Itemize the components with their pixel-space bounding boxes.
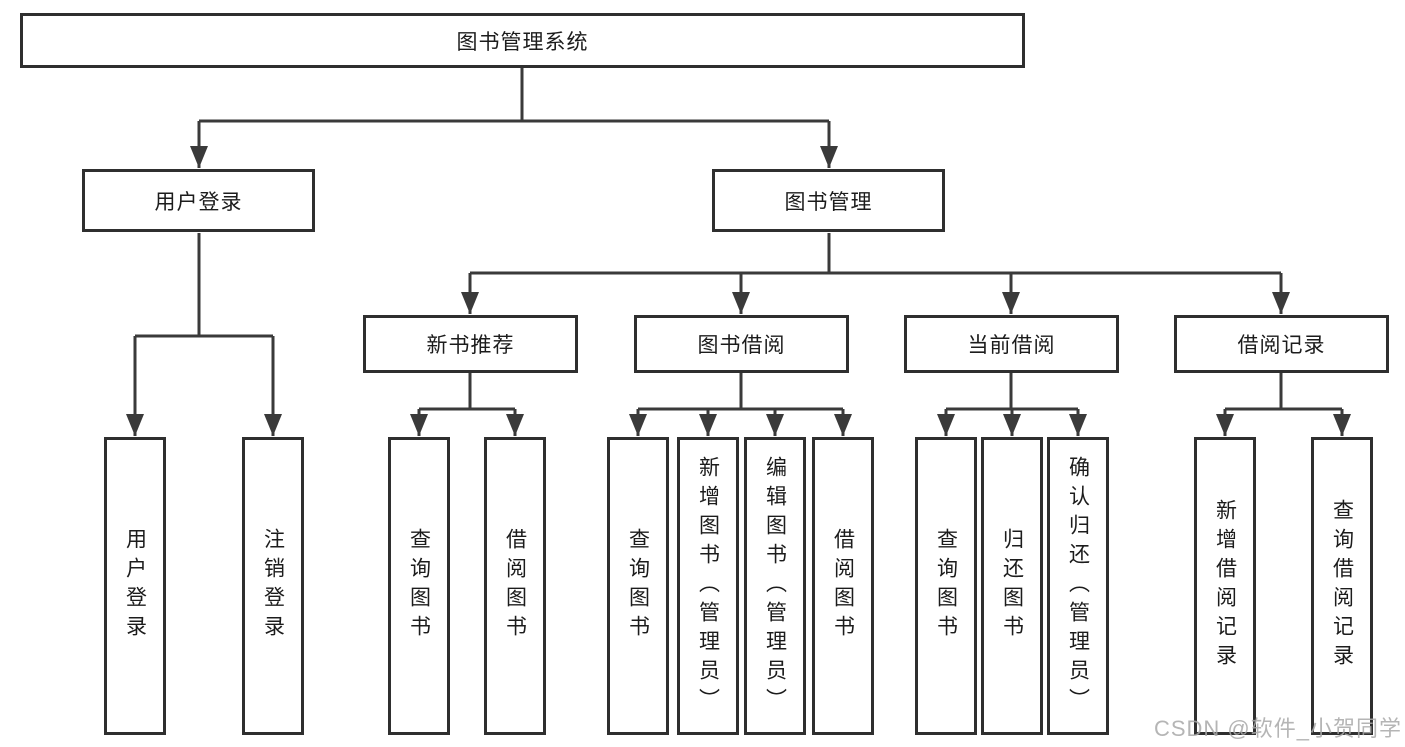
node-borrowing-records: 借阅记录 (1174, 315, 1389, 373)
node-edit-books-admin: 编辑图书（管理员） (744, 437, 806, 735)
node-borrow-books-recommendation: 借阅图书 (484, 437, 546, 735)
node-label: 借阅图书 (503, 528, 527, 644)
node-book-management: 图书管理 (712, 169, 945, 232)
node-query-books-borrowing: 查询图书 (607, 437, 669, 735)
node-label: 查询图书 (626, 528, 650, 644)
node-logout: 注销登录 (242, 437, 304, 735)
node-label: 确认归还（管理员） (1066, 455, 1090, 717)
node-label: 查询借阅记录 (1330, 499, 1354, 673)
node-query-books-recommendation: 查询图书 (388, 437, 450, 735)
node-return-books: 归还图书 (981, 437, 1043, 735)
connector-book-management-trunk (470, 233, 1281, 275)
node-borrow-books: 借阅图书 (812, 437, 874, 735)
node-label: 查询图书 (934, 528, 958, 644)
node-label: 当前借阅 (967, 334, 1056, 357)
node-query-borrow-record: 查询借阅记录 (1311, 437, 1373, 735)
connector-book-borrowing-trunk (638, 373, 843, 411)
node-confirm-return-admin: 确认归还（管理员） (1047, 437, 1109, 735)
node-label: 借阅图书 (831, 528, 855, 644)
connector-new-book-trunk (419, 373, 515, 411)
node-user-login-module: 用户登录 (82, 169, 315, 232)
node-label: 借阅记录 (1237, 334, 1326, 357)
node-new-book-recommendation: 新书推荐 (363, 315, 578, 373)
connector-current-borrowing-trunk (946, 373, 1078, 411)
node-label: 图书借阅 (697, 334, 786, 357)
connector-user-login-trunk (135, 233, 273, 338)
connector-borrowing-records-trunk (1225, 373, 1342, 411)
node-label: 查询图书 (407, 528, 431, 644)
node-label: 用户登录 (123, 528, 147, 644)
node-add-borrow-record: 新增借阅记录 (1194, 437, 1256, 735)
node-query-books-current: 查询图书 (915, 437, 977, 735)
node-book-borrowing: 图书借阅 (634, 315, 849, 373)
node-label: 新书推荐 (426, 334, 515, 357)
node-label: 归还图书 (1000, 528, 1024, 644)
node-label: 新增图书（管理员） (696, 455, 720, 717)
node-label: 注销登录 (261, 528, 285, 644)
csdn-watermark: CSDN @软件_小贺同学 (1153, 716, 1402, 741)
node-label: 编辑图书（管理员） (763, 455, 787, 717)
node-label: 图书管理系统 (456, 30, 589, 54)
node-current-borrowing: 当前借阅 (904, 315, 1119, 373)
node-add-books-admin: 新增图书（管理员） (677, 437, 739, 735)
connector-root-trunk (199, 68, 829, 123)
node-library-management-system: 图书管理系统 (20, 13, 1025, 68)
node-label: 图书管理 (784, 190, 873, 214)
node-label: 用户登录 (154, 190, 243, 214)
node-user-login: 用户登录 (104, 437, 166, 735)
node-label: 新增借阅记录 (1213, 499, 1237, 673)
